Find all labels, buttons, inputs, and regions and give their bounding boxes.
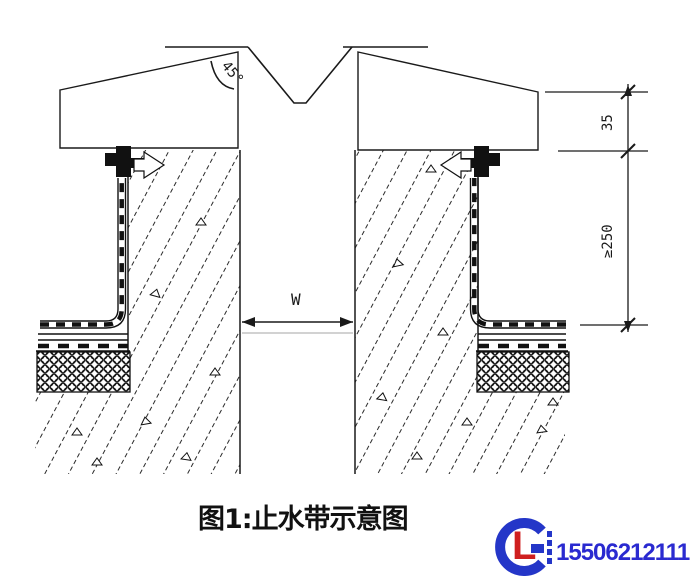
right-arrow-marker bbox=[439, 150, 472, 180]
left-waterstop-anchor bbox=[105, 146, 166, 180]
dim-label-35: 35 bbox=[600, 114, 616, 131]
logo-letter-l: L bbox=[512, 524, 536, 568]
w-arrow-right bbox=[340, 317, 353, 327]
left-waterproof-membrane bbox=[36, 178, 130, 352]
right-waterproof-membrane bbox=[469, 178, 568, 352]
right-wall-concrete-hatch bbox=[355, 150, 565, 474]
dim-arrow-up bbox=[624, 85, 632, 96]
dim-arrow-down bbox=[624, 321, 632, 332]
dimension-chain bbox=[545, 84, 648, 333]
coping-slabs bbox=[59, 51, 539, 151]
right-coping-slab bbox=[357, 51, 539, 151]
figure-caption: 图1:止水带示意图 bbox=[198, 503, 408, 535]
gap-width-label: W bbox=[291, 290, 301, 309]
left-wall-concrete-hatch bbox=[35, 150, 240, 474]
top-edge-lines bbox=[165, 46, 428, 104]
logo-vertical-text-marks bbox=[547, 531, 552, 564]
left-coping-slab bbox=[59, 51, 239, 149]
left-cushion-block bbox=[36, 351, 131, 393]
v-notch bbox=[247, 46, 353, 104]
logo-g-bar bbox=[531, 544, 544, 553]
right-waterstop-anchor bbox=[439, 146, 500, 180]
dim-label-250: ≥250 bbox=[600, 224, 616, 258]
w-arrow-left bbox=[242, 317, 255, 327]
left-arrow-marker bbox=[133, 150, 166, 180]
gap-width-dimension: W bbox=[242, 290, 353, 334]
right-cushion-block bbox=[476, 351, 570, 393]
aggregate-triangles bbox=[71, 164, 559, 466]
watermark: L 15506212111 bbox=[495, 518, 691, 576]
phone-number: 15506212111 bbox=[556, 539, 690, 566]
logo-g-shape bbox=[495, 518, 546, 576]
